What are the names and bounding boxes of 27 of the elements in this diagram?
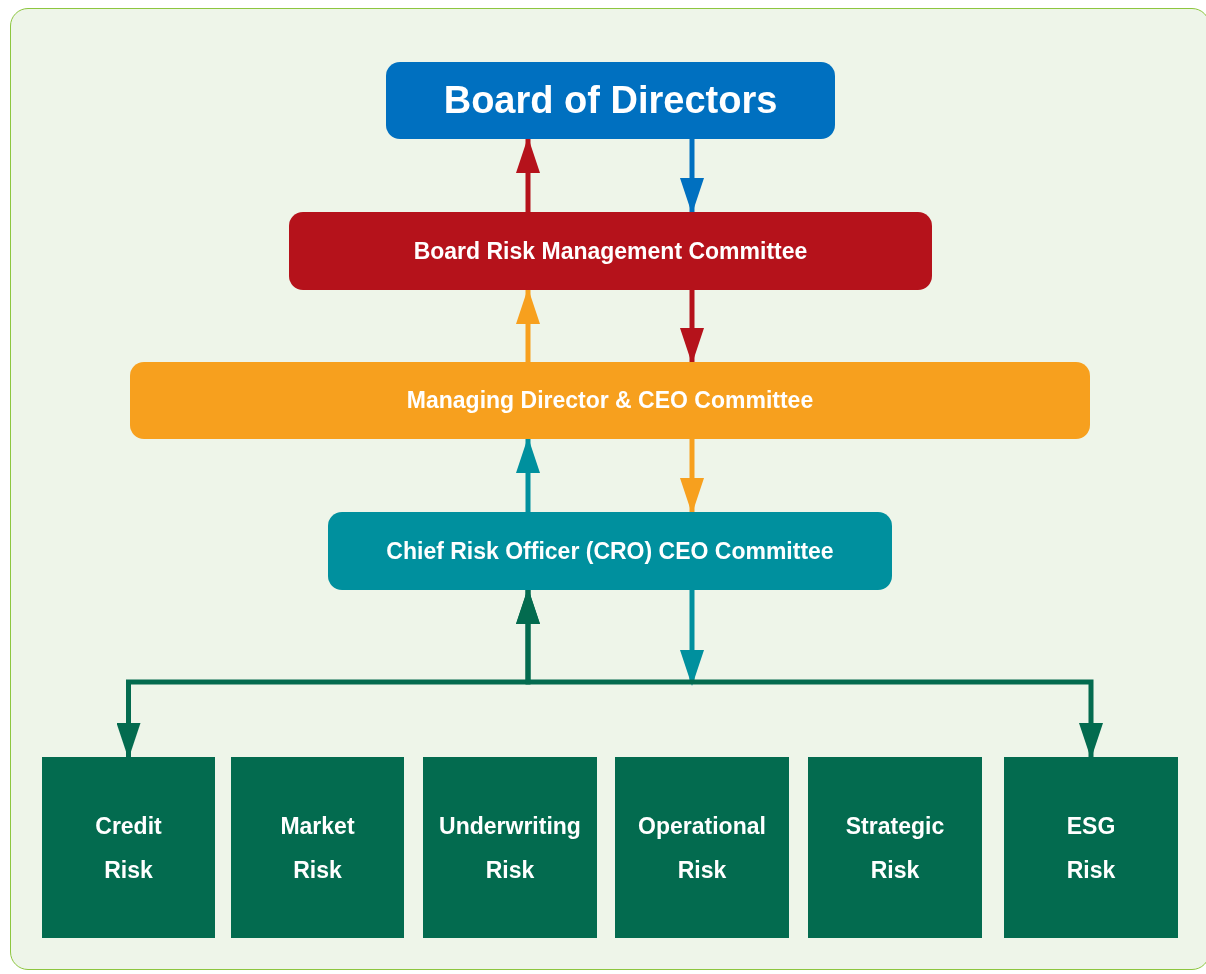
- risk-box: [423, 757, 597, 938]
- committee-label: Chief Risk Officer (CRO) CEO Committee: [386, 536, 834, 566]
- committee-box: [289, 212, 932, 290]
- risk-label: Credit Risk: [95, 811, 162, 885]
- risk-label: Market Risk: [280, 811, 355, 885]
- risk-label: Strategic Risk: [845, 811, 945, 885]
- committee-label: Board Risk Management Committee: [413, 236, 808, 266]
- committee-box: [328, 512, 892, 590]
- risk-box: [42, 757, 215, 938]
- arrow: [516, 437, 540, 512]
- risk-box: [231, 757, 404, 938]
- arrow: [516, 137, 540, 212]
- risk-box: [808, 757, 982, 938]
- committee-label: Managing Director & CEO Committee: [406, 386, 814, 415]
- arrow: [680, 290, 704, 364]
- risk-label: ESG Risk: [1066, 811, 1116, 885]
- risk-label: Operational Risk: [638, 811, 766, 885]
- arrow: [516, 288, 540, 362]
- board-box: [386, 62, 835, 139]
- committee-label: Board of Directors: [443, 77, 778, 123]
- arrow: [516, 588, 1103, 759]
- risk-label: Underwriting Risk: [439, 811, 581, 885]
- committee-box: [130, 362, 1090, 439]
- arrow: [680, 439, 704, 514]
- risk-box: [615, 757, 789, 938]
- risk-box: [1004, 757, 1178, 938]
- arrow: [680, 139, 704, 214]
